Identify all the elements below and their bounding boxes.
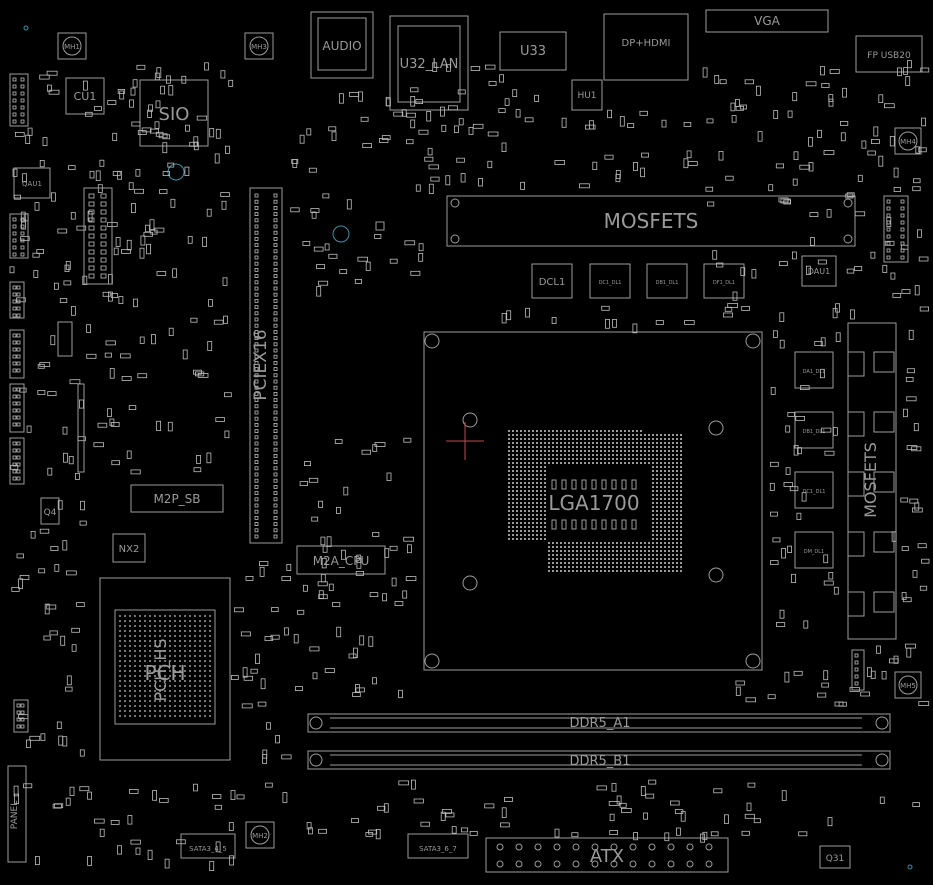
- qau1-chip[interactable]: QAU1: [13, 167, 51, 199]
- dp-hdmi-connector[interactable]: DP+HDMI: [603, 13, 689, 81]
- phase-inductor-3-label: DF1_DL1: [713, 280, 735, 286]
- dp-hdmi-label: DP+HDMI: [622, 38, 671, 49]
- mount-hole-top-left: MH1: [57, 32, 87, 60]
- hu1-label: HU1: [577, 91, 596, 101]
- hu1-chip[interactable]: HU1: [571, 79, 603, 111]
- passive-components: [9, 60, 930, 872]
- audio-label: AUDIO: [322, 39, 361, 53]
- usb-u33-connector[interactable]: U33: [499, 31, 567, 71]
- q4-label: Q4: [44, 508, 57, 518]
- sata-6-7-label: SATA3_6_7: [419, 845, 457, 853]
- fiducial-bottom-right: [907, 864, 913, 870]
- atx-power-connector[interactable]: ATX: [485, 837, 729, 873]
- sata-4-5-label: SATA3_4_5: [189, 845, 227, 853]
- sata-4-5-connector[interactable]: SATA3_4_5: [180, 833, 236, 859]
- ddr5-a1-slot[interactable]: DDR5_A1: [307, 713, 891, 733]
- q4-chip[interactable]: Q4: [40, 497, 60, 525]
- pciex16-slot[interactable]: PCIEX16: [249, 187, 283, 544]
- mosfets-label: MOSFETS: [604, 209, 699, 233]
- ddr5-b1-label: DDR5_B1: [569, 754, 630, 769]
- pciex16-label: PCIEX16: [251, 329, 271, 400]
- dcl1-inductor[interactable]: DCL1: [531, 263, 573, 299]
- mount-hole-top-mid: MH3: [244, 32, 274, 60]
- panel-label: PANEL: [10, 801, 20, 829]
- atx-label: ATX: [590, 846, 624, 867]
- ddr5-a1-label: DDR5_A1: [570, 716, 631, 731]
- vrm-phase-inductor-1[interactable]: DA1_DL1: [794, 351, 834, 389]
- vga-connector[interactable]: VGA: [705, 9, 829, 33]
- dau1-label: DAU1: [808, 267, 830, 276]
- m2a-cpu-slot[interactable]: M2A_CPU: [296, 545, 386, 575]
- qau1-label: QAU1: [22, 180, 42, 188]
- mh5-label: MH5: [900, 682, 916, 690]
- mosfets-right-label: MOSFETS: [861, 442, 880, 518]
- m2p-sb-label: M2P_SB: [153, 492, 200, 506]
- panel-header[interactable]: PANEL: [7, 765, 27, 863]
- mh2-label: MH2: [252, 832, 268, 840]
- sata-6-7-connector[interactable]: SATA3_6_7: [407, 833, 469, 859]
- vrm-phase-label-4: DM_DL1: [804, 549, 824, 555]
- pch-label: PCH: [144, 661, 185, 685]
- phase-inductor-3[interactable]: DF1_DL1: [703, 263, 745, 299]
- phase-inductor-1[interactable]: DC1_DL1: [589, 263, 631, 299]
- sio-chip[interactable]: SIO: [139, 79, 209, 147]
- via-hole-2: [332, 225, 350, 243]
- pch-hs-label: PCH_HS: [151, 638, 171, 701]
- m2p-sb-slot[interactable]: M2P_SB: [130, 484, 224, 513]
- mh3-label: MH3: [251, 43, 267, 51]
- vga-label: VGA: [754, 14, 781, 28]
- phase-inductor-1-label: DC1_DL1: [599, 280, 622, 286]
- q31-label: Q31: [826, 854, 845, 864]
- lga1700-label: LGA1700: [548, 491, 639, 515]
- mh4-label: MH4: [900, 138, 916, 146]
- vrm-phase-inductor-3[interactable]: DC1_DL1: [794, 471, 834, 509]
- dcl1-label: DCL1: [539, 277, 566, 288]
- sio-label: SIO: [159, 104, 190, 125]
- nx2-chip[interactable]: NX2: [112, 533, 146, 563]
- pch-heatsink-area[interactable]: PCH PCH_HS: [99, 577, 231, 761]
- mount-hole-right-bottom: MH5: [894, 671, 922, 699]
- q31-chip[interactable]: Q31: [819, 845, 851, 869]
- fp-usb20-header[interactable]: FP USB20: [855, 35, 923, 73]
- u32-lan-label: U32_LAN: [400, 57, 459, 72]
- audio-connector[interactable]: AUDIO: [310, 11, 374, 79]
- phase-inductor-2[interactable]: DB1_DL1: [646, 263, 688, 299]
- vrm-phase-label-1: DA1_DL1: [803, 369, 826, 375]
- lan-usb-connector[interactable]: U32_LAN: [389, 15, 469, 111]
- cu1-label: CU1: [74, 90, 97, 103]
- u33-label: U33: [520, 44, 546, 59]
- via-hole-1: [167, 163, 185, 181]
- fiducial-top-left: [23, 25, 29, 31]
- mount-hole-bottom: MH2: [245, 821, 275, 849]
- nx2-label: NX2: [119, 544, 140, 555]
- vrm-phase-label-3: DC1_DL1: [803, 489, 826, 495]
- mh1-label: MH1: [64, 43, 80, 51]
- vrm-phase-inductor-4[interactable]: DM_DL1: [794, 531, 834, 569]
- phase-inductor-2-label: DB1_DL1: [656, 280, 679, 286]
- m2a-cpu-label: M2A_CPU: [313, 554, 370, 568]
- lga1700-socket[interactable]: LGA1700: [423, 331, 763, 671]
- mount-hole-top-right: MH4: [894, 127, 922, 155]
- ddr5-b1-slot[interactable]: DDR5_B1: [307, 750, 891, 770]
- vrm-phase-inductor-2[interactable]: DB1_DL1: [794, 411, 834, 449]
- mosfets-block[interactable]: MOSFETS: [446, 195, 856, 247]
- fp-usb20-label: FP USB20: [867, 51, 911, 61]
- dau1-chip[interactable]: DAU1: [801, 255, 837, 287]
- cu1-chip[interactable]: CU1: [65, 77, 105, 115]
- vrm-phase-label-2: DB1_DL1: [803, 429, 826, 435]
